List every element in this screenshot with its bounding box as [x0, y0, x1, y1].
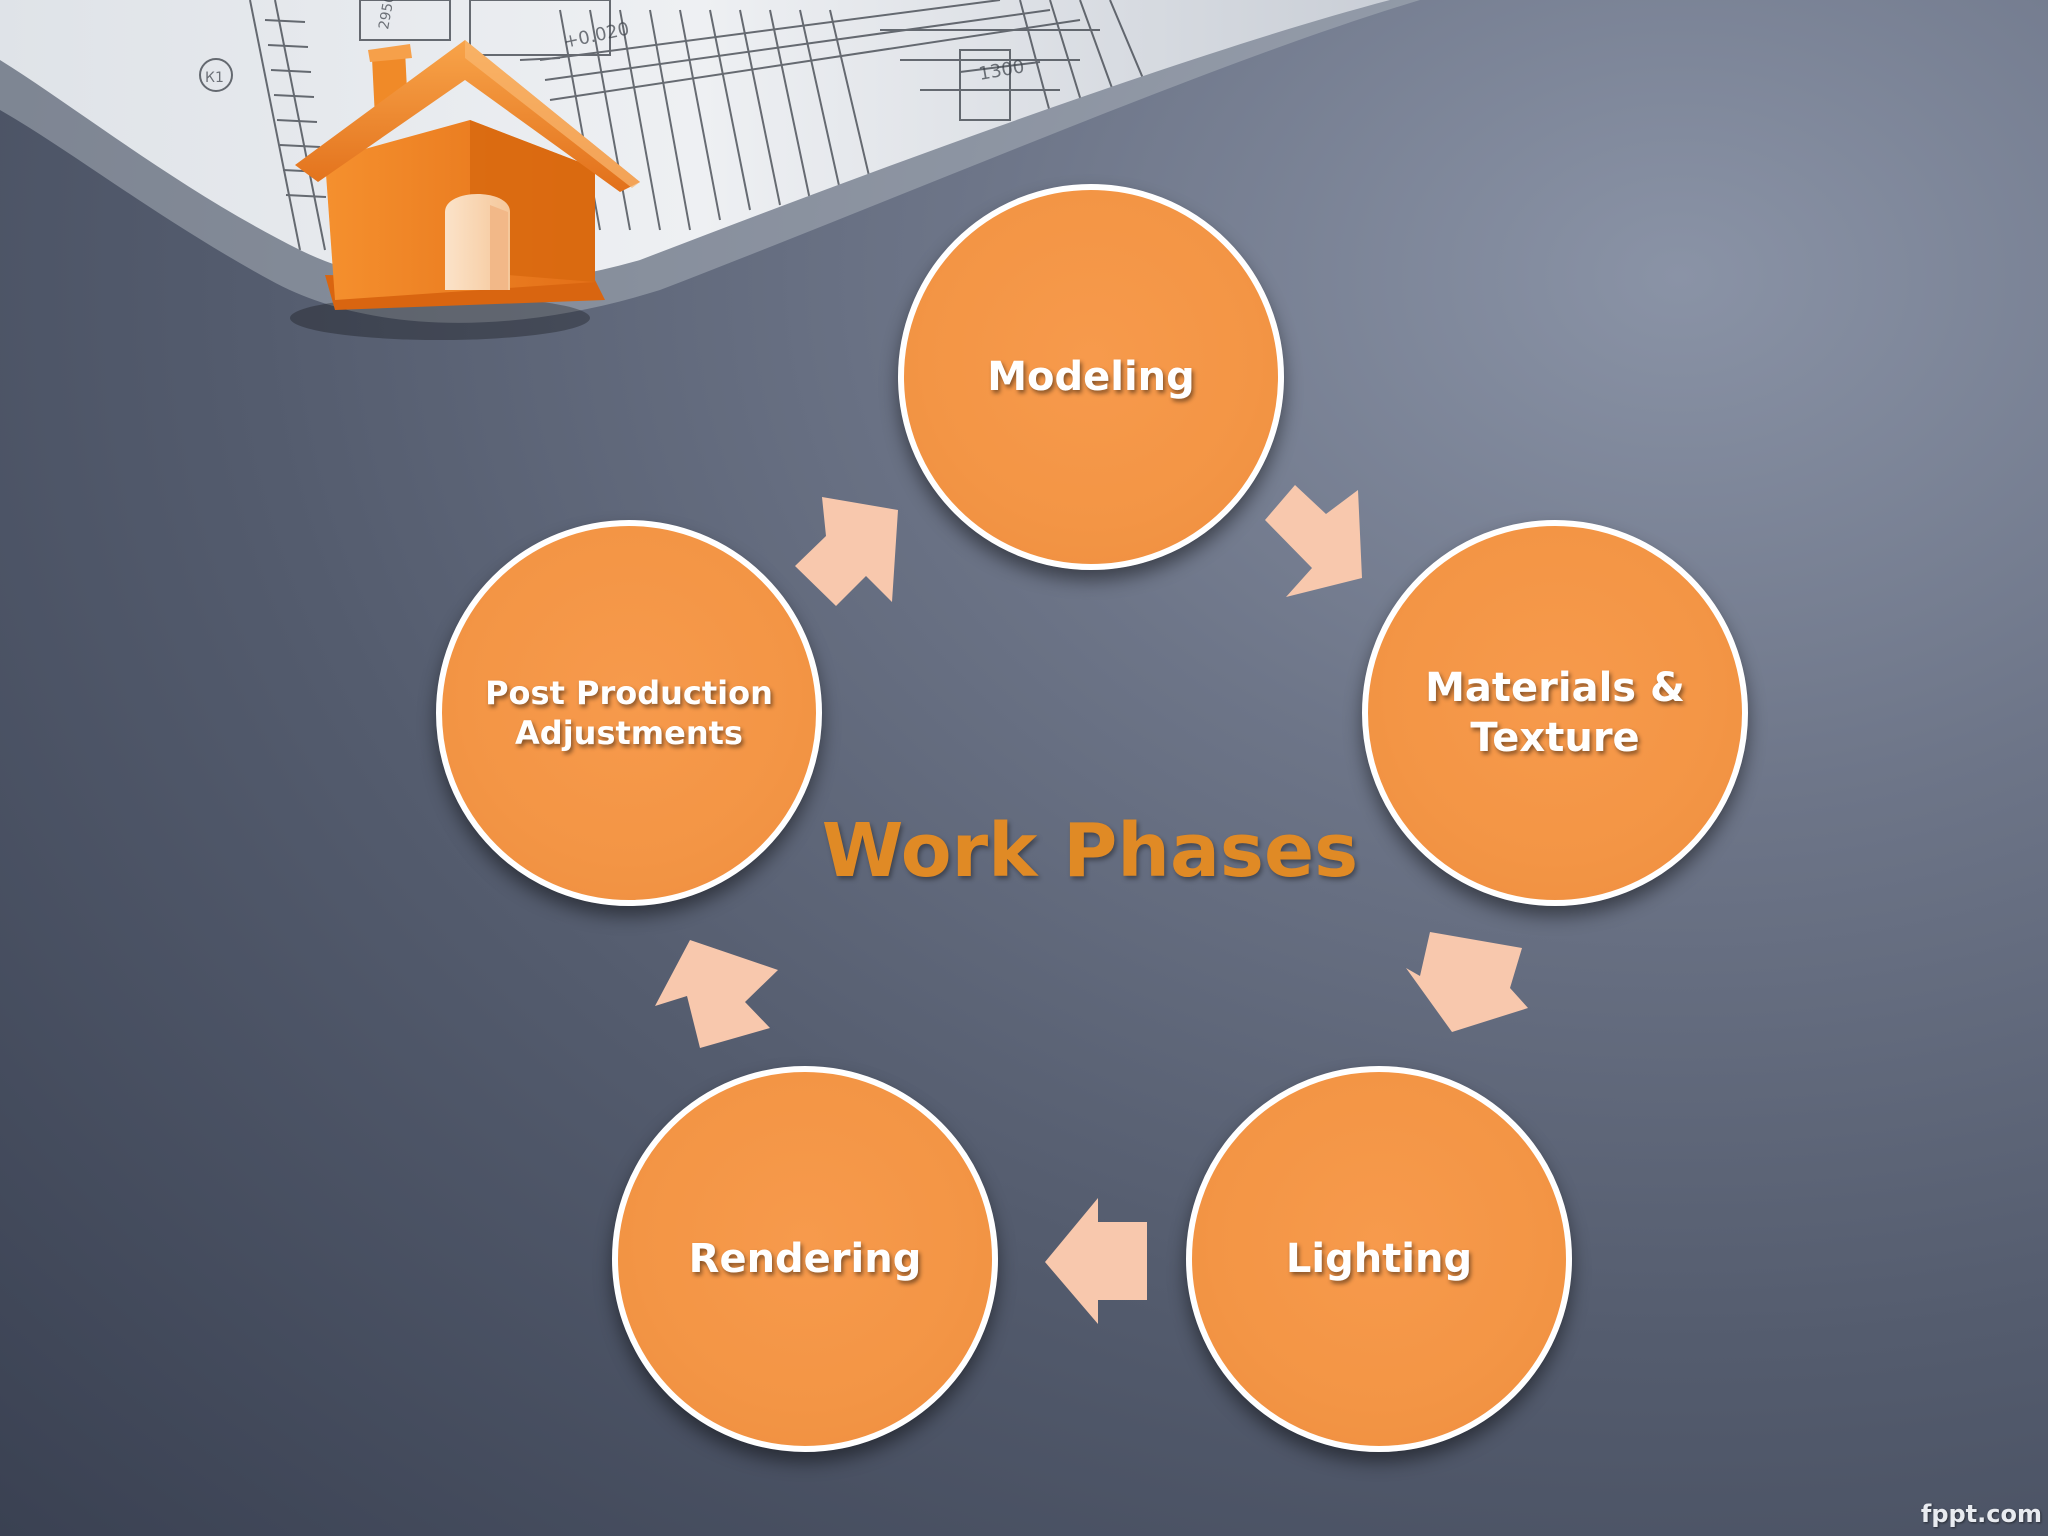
svg-text:К1: К1	[205, 70, 224, 86]
phase-rendering-label: Rendering	[688, 1236, 922, 1282]
arrow-to-materials	[1265, 485, 1362, 597]
arrow-to-post-production	[655, 940, 778, 1048]
phase-lighting: Lighting	[1186, 1066, 1572, 1452]
phase-materials-texture-label: Materials & Texture	[1425, 665, 1685, 761]
diagram-title: Work Phases	[821, 808, 1359, 894]
phase-post-production-label: Post Production Adjustments	[485, 674, 773, 752]
arrow-to-modeling	[795, 497, 898, 606]
svg-text:2950: 2950	[376, 0, 398, 31]
cycle-arrows	[655, 485, 1528, 1324]
phase-modeling: Modeling	[898, 184, 1284, 570]
house-icon	[290, 40, 640, 340]
phase-materials-texture: Materials & Texture	[1362, 520, 1748, 906]
watermark-text: fppt.com	[1920, 1500, 2042, 1528]
phase-post-production: Post Production Adjustments	[436, 520, 822, 906]
phase-modeling-label: Modeling	[987, 354, 1195, 400]
arrow-to-lighting	[1406, 932, 1528, 1032]
phase-rendering: Rendering	[612, 1066, 998, 1452]
arrow-to-rendering	[1045, 1198, 1147, 1324]
phase-lighting-label: Lighting	[1285, 1236, 1473, 1282]
